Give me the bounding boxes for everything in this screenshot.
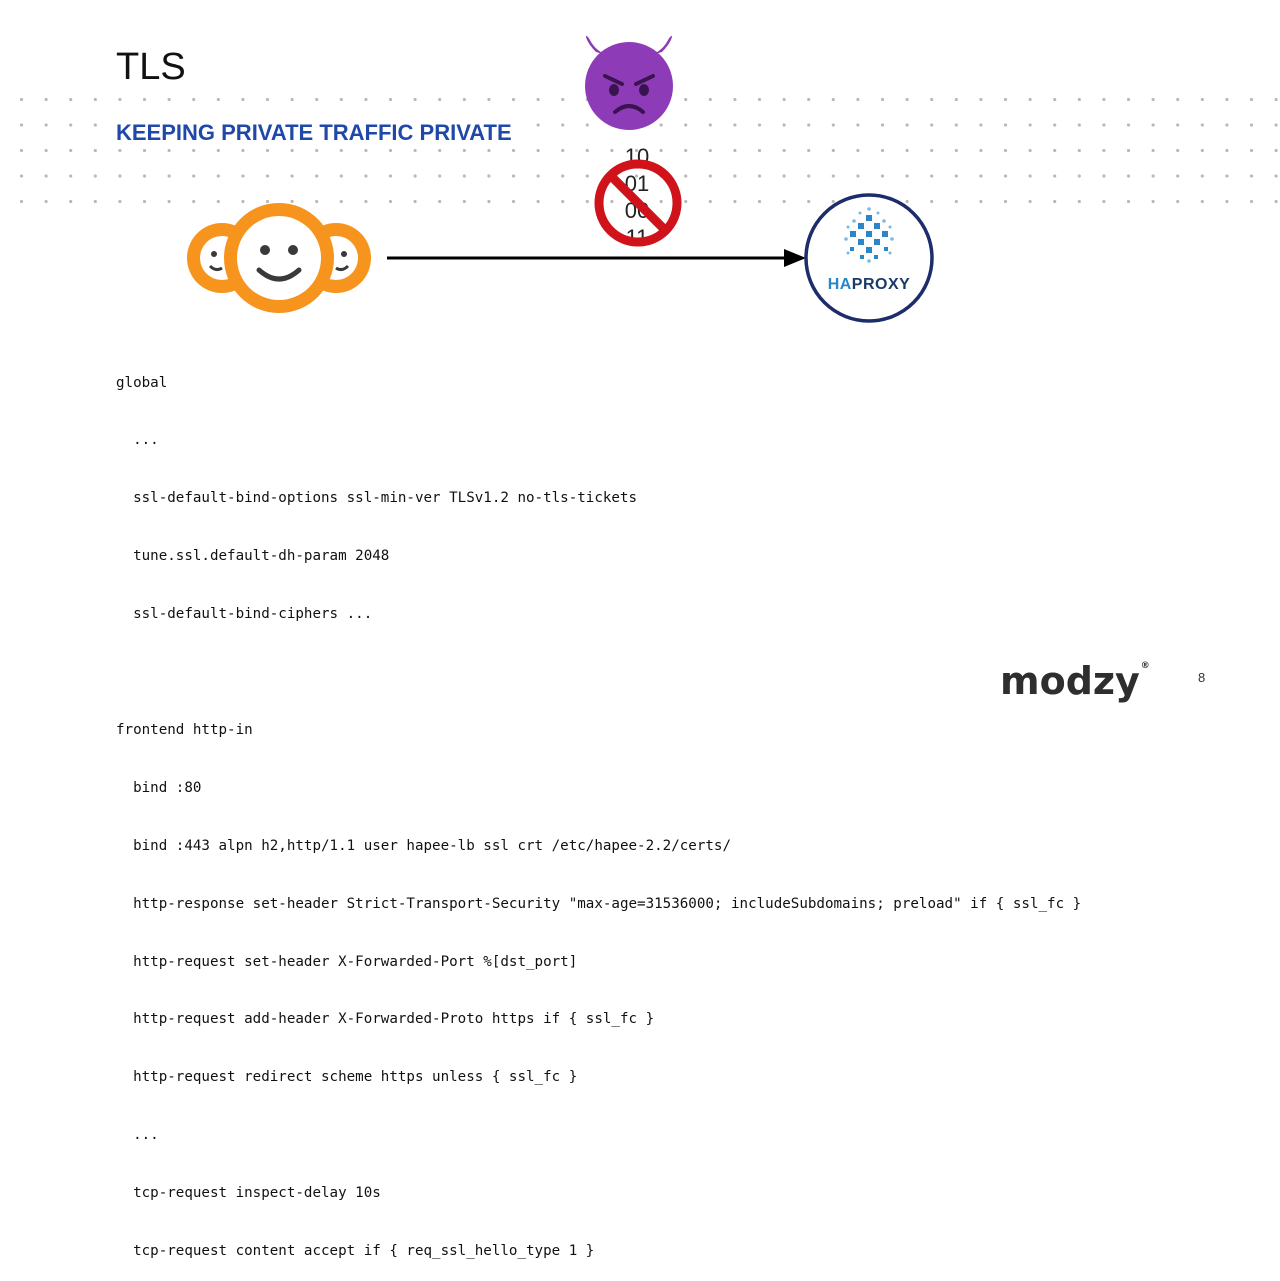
- slide-title: TLS: [116, 46, 186, 88]
- code-line: [116, 663, 1081, 682]
- page-number: 8: [1198, 670, 1206, 685]
- haproxy-label-accent: HA: [827, 276, 852, 293]
- code-line: ...: [116, 1127, 159, 1144]
- code-line: ssl-default-bind-options ssl-min-ver TLS…: [116, 490, 638, 507]
- code-line: tune.ssl.default-dh-param 2048: [116, 548, 390, 565]
- modzy-logo: modzy®: [1000, 659, 1150, 703]
- slide-subtitle: KEEPING PRIVATE TRAFFIC PRIVATE: [116, 120, 516, 146]
- code-line: http-request redirect scheme https unles…: [116, 1069, 578, 1086]
- code-line: http-request set-header X-Forwarded-Port…: [116, 953, 578, 970]
- group-of-smiley-faces-icon: [187, 203, 371, 313]
- code-line: http-request add-header X-Forwarded-Prot…: [116, 1011, 655, 1028]
- code-line: ssl-default-bind-ciphers ...: [116, 606, 373, 623]
- prohibited-sign-icon: [594, 159, 682, 247]
- code-line: bind :80: [116, 779, 202, 796]
- haproxy-mark-icon: [844, 207, 894, 263]
- haproxy-logo: HAPROXY: [804, 193, 934, 323]
- code-line: frontend http-in: [116, 721, 253, 738]
- tls-diagram: [187, 35, 934, 323]
- haproxy-label: HAPROXY: [804, 276, 934, 294]
- code-line: ...: [116, 432, 159, 449]
- haproxy-config-code: global ... ssl-default-bind-options ssl-…: [116, 335, 1081, 1281]
- code-line: global: [116, 374, 168, 391]
- traffic-arrow: [387, 249, 806, 267]
- haproxy-label-rest: PROXY: [851, 276, 911, 293]
- code-line: http-response set-header Strict-Transpor…: [116, 895, 1082, 912]
- code-line: tcp-request content accept if { req_ssl_…: [116, 1242, 595, 1259]
- registered-mark: ®: [1140, 661, 1150, 671]
- modzy-logo-text: modzy: [1000, 659, 1140, 703]
- code-line: bind :443 alpn h2,http/1.1 user hapee-lb…: [116, 837, 731, 854]
- code-line: tcp-request inspect-delay 10s: [116, 1185, 381, 1202]
- haproxy-server-icon: [804, 193, 934, 323]
- angry-devil-face-icon: [585, 35, 673, 130]
